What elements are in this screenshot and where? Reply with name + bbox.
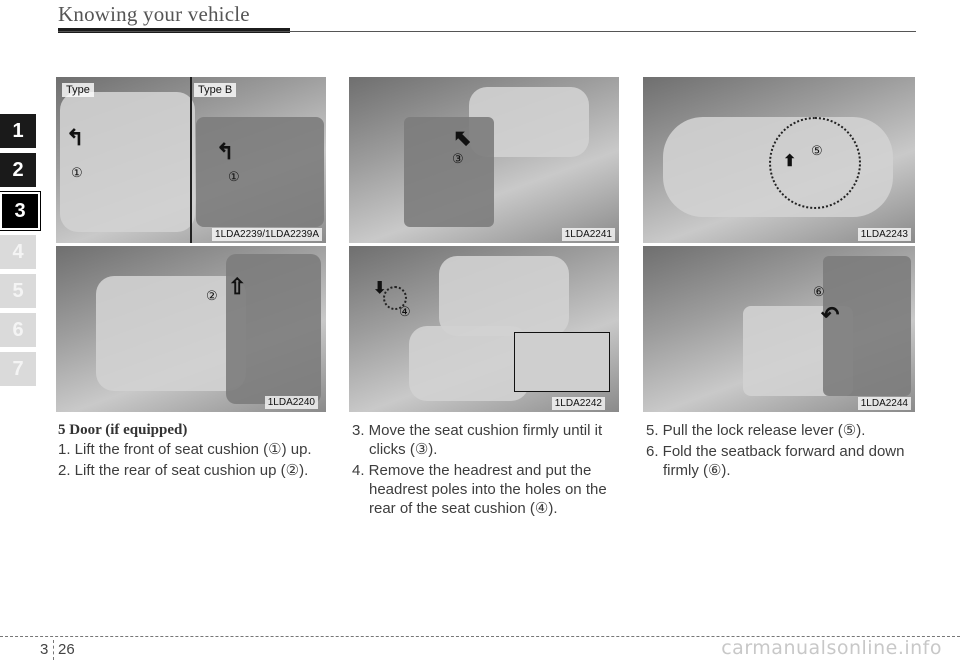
inset-detail [514, 332, 610, 392]
page-chapter: 3 [40, 641, 49, 658]
step-3: 3. Move the seat cushion firmly until it… [352, 422, 603, 458]
type-b-label: Type B [194, 83, 237, 97]
arrow-up-icon: ↰ [216, 139, 235, 164]
header-bar [58, 28, 290, 33]
figure-lock-release-lever: ⬆ ⑤ 1LDA2243 [643, 77, 915, 243]
figure-seat-cushion-front: Type Type B ↰ ① ↰ ① 1LDA2239/1LDA2239A [56, 77, 326, 243]
step-4: 4. Remove the headrest and put the headr… [352, 462, 607, 517]
marker-1: ① [71, 165, 83, 180]
column-1: 5 Door (if equipped) 1. Lift the front o… [58, 421, 314, 482]
type-a-label: Type [62, 83, 94, 97]
figure-code: 1LDA2239/1LDA2239A [212, 228, 322, 241]
step-2: 2. Lift the rear of seat cushion up (②). [58, 462, 309, 479]
figure-code: 1LDA2244 [857, 397, 911, 410]
figure-code: 1LDA2241 [561, 228, 615, 241]
figure-code: 1LDA2240 [264, 396, 318, 409]
marker-4: ④ [399, 304, 411, 319]
chapter-tab-1[interactable]: 1 [0, 114, 36, 148]
chapter-tab-6[interactable]: 6 [0, 313, 36, 347]
chapter-tab-5[interactable]: 5 [0, 274, 36, 308]
figure-fold-seatback: ⑥ ↶ 1LDA2244 [643, 246, 915, 412]
step-6: 6. Fold the seatback forward and down fi… [646, 443, 905, 479]
section-heading: 5 Door (if equipped) [58, 422, 188, 438]
arrow-down-icon: ⬇ [373, 280, 387, 297]
step-1: 1. Lift the front of seat cushion (①) up… [58, 441, 312, 458]
column-2: 3. Move the seat cushion firmly until it… [352, 421, 618, 520]
arrow-icon: ⬉ [453, 125, 472, 150]
chapter-tab-2[interactable]: 2 [0, 153, 36, 187]
header-rule [58, 31, 916, 32]
arrow-up-icon: ⇧ [228, 274, 247, 299]
step-5: 5. Pull the lock release lever (⑤). [646, 422, 866, 439]
chapter-tab-3[interactable]: 3 [0, 192, 40, 230]
arrow-up-icon: ↰ [66, 125, 85, 150]
figure-code: 1LDA2242 [551, 397, 605, 410]
figure-seat-cushion-click: ⬉ ③ 1LDA2241 [349, 77, 619, 243]
header-title: Knowing your vehicle [58, 2, 250, 26]
marker-1: ① [228, 169, 240, 184]
page-separator [53, 640, 54, 660]
arrow-up-icon: ⬆ [783, 153, 797, 170]
marker-3: ③ [452, 151, 464, 166]
figure-headrest-poles: ⬇ ④ 1LDA2242 [349, 246, 619, 412]
curved-arrow-icon: ↶ [821, 302, 840, 327]
figure-seat-cushion-rear: ② ⇧ 1LDA2240 [56, 246, 326, 412]
marker-5: ⑤ [811, 143, 823, 158]
figure-code: 1LDA2243 [857, 228, 911, 241]
chapter-tab-7[interactable]: 7 [0, 352, 36, 386]
marker-6: ⑥ [813, 284, 825, 299]
chapter-tab-4[interactable]: 4 [0, 235, 36, 269]
footer-rule [0, 636, 960, 637]
marker-2: ② [206, 288, 218, 303]
column-3: 5. Pull the lock release lever (⑤). 6. F… [646, 421, 918, 482]
chapter-tabs: 1 2 3 4 5 6 7 [0, 114, 40, 391]
page-number: 26 [58, 641, 75, 658]
watermark: carmanualsonline.info [721, 637, 942, 659]
